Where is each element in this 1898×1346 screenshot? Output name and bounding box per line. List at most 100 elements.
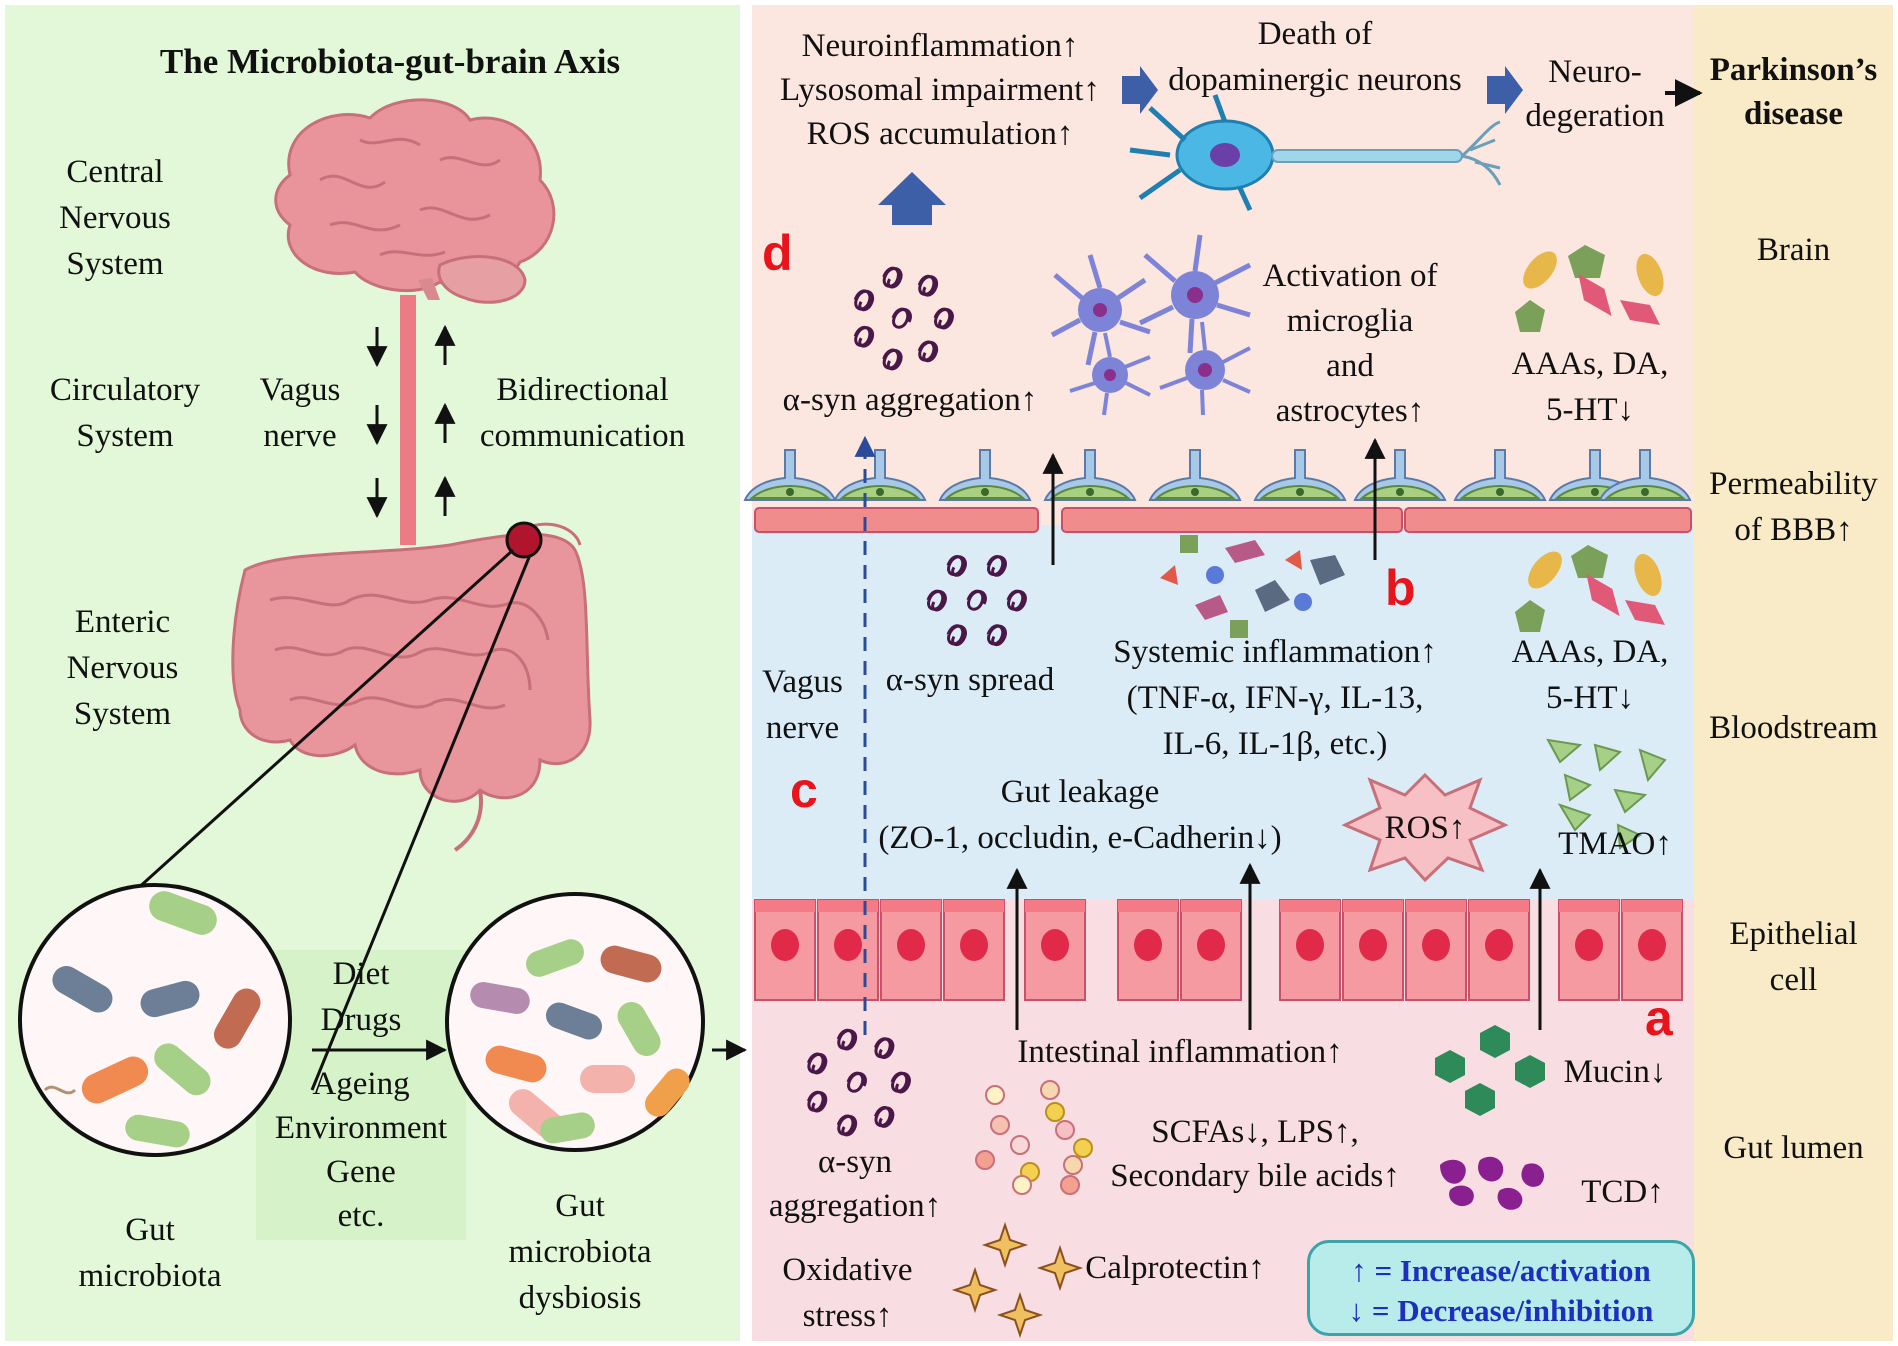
- asyn-spread: α-syn spread: [885, 662, 1055, 698]
- scfas-label-1: SCFAs↓, LPS↑,: [1151, 1114, 1359, 1150]
- bbb-endfoot: [1353, 449, 1447, 501]
- death-label-2: dopaminergic neurons: [1168, 62, 1462, 98]
- scfas-label-2: Secondary bile acids↑: [1110, 1158, 1400, 1194]
- vagus-label-1: Vagus: [259, 372, 341, 408]
- region-bbb-2: of BBB↑: [1734, 512, 1853, 548]
- epithelial-cell: [1342, 899, 1404, 1001]
- arrow-up-blue: [878, 172, 946, 225]
- dysbiosis-label-2: microbiota: [508, 1234, 652, 1270]
- figure-title: The Microbiota-gut-brain Axis: [159, 42, 621, 81]
- epithelial-cell: [880, 899, 942, 1001]
- factor-ageing: Ageing: [312, 1066, 410, 1102]
- activation-label-1: Activation of: [1262, 258, 1438, 294]
- epithelial-cell: [1558, 899, 1620, 1001]
- vagus-blood-1: Vagus: [762, 664, 843, 700]
- region-label-column: [1694, 5, 1893, 1341]
- oxidative-stress-2: stress↑: [802, 1298, 893, 1334]
- gut-leakage-1: Gut leakage: [1000, 774, 1160, 810]
- parkinsons-label-2: disease: [1744, 96, 1843, 132]
- aaas-blood-1: AAAs, DA,: [1511, 634, 1669, 670]
- bbb-endfoot: [1598, 449, 1692, 501]
- scfas-circles: [975, 1080, 1093, 1195]
- effect-neuroinflammation: Neuroinflammation↑: [801, 28, 1079, 64]
- bbb-endfoot: [1043, 449, 1137, 501]
- factor-environment: Environment: [274, 1110, 448, 1146]
- cytokines-shapes: [1160, 535, 1345, 638]
- region-epithelial-1: Epithelial: [1729, 916, 1858, 952]
- aaas-brain-2: 5-HT↓: [1546, 392, 1634, 428]
- bidirectional-label-2: communication: [479, 418, 686, 454]
- epithelial-cell: [1468, 899, 1530, 1001]
- tcd-label: TCD↑: [1581, 1174, 1664, 1210]
- circulatory-label-2: System: [76, 418, 174, 454]
- zoom-line-left: [73, 548, 515, 947]
- aaas-shapes-blood: [1515, 545, 1665, 632]
- ens-label-2: Nervous: [66, 650, 179, 686]
- intestinal-inflammation: Intestinal inflammation↑: [1017, 1034, 1343, 1070]
- gut-microbiota-label-1: Gut: [125, 1212, 175, 1248]
- bbb-layer: [754, 507, 1692, 533]
- epithelial-cell: [1024, 899, 1086, 1001]
- bbb-endfoot: [938, 449, 1032, 501]
- systemic-label-1: Systemic inflammation↑: [1113, 634, 1437, 670]
- cns-label-2: Nervous: [59, 200, 171, 236]
- epithelial-cell: [817, 899, 879, 1001]
- arrow-effects-to-death: [1122, 66, 1158, 114]
- dysbiosis-label-3: dysbiosis: [518, 1280, 642, 1316]
- effect-lysosomal: Lysosomal impairment↑: [780, 72, 1100, 108]
- aaas-blood-2: 5-HT↓: [1546, 680, 1634, 716]
- asyn-cluster-blood: [926, 555, 1027, 647]
- ens-label-1: Enteric: [74, 604, 171, 640]
- epithelial-layer: [754, 899, 1683, 1001]
- microglia-astrocytes: [1050, 234, 1252, 416]
- gut-microbiota-circle: [18, 883, 292, 1157]
- bbb-endfoot: [833, 449, 927, 501]
- epithelial-cell: [754, 899, 816, 1001]
- tmao-label: TMAO↑: [1558, 826, 1672, 862]
- region-bbb-1: Permeability: [1709, 466, 1878, 502]
- ens-label-3: System: [73, 696, 172, 732]
- cns-label-1: Central: [66, 154, 164, 190]
- bbb-endfeet: [743, 449, 1692, 501]
- bidirectional-label-1: Bidirectional: [496, 372, 669, 408]
- magnify-spot: [505, 521, 543, 559]
- death-label-1: Death of: [1257, 16, 1373, 52]
- mucin-label: Mucin↓: [1563, 1054, 1667, 1090]
- factors-box: [256, 950, 466, 1240]
- activation-label-2: microglia: [1286, 303, 1414, 339]
- dopaminergic-neuron: [1129, 94, 1502, 212]
- letter-d: d: [762, 225, 793, 281]
- systemic-label-3: IL-6, IL-1β, etc.): [1162, 726, 1388, 762]
- region-brain: Brain: [1756, 232, 1831, 268]
- brain-illustration: [274, 98, 556, 304]
- factor-gene: Gene: [326, 1154, 396, 1190]
- activation-label-3: and: [1326, 348, 1374, 384]
- letter-c: c: [790, 762, 818, 818]
- bbb-endfoot: [1148, 449, 1242, 501]
- ros-star: [1341, 772, 1509, 883]
- neuro-label-1: Neuro-: [1548, 54, 1642, 90]
- vagus-blood-2: nerve: [765, 710, 840, 746]
- epithelial-cell: [1279, 899, 1341, 1001]
- mucin-hexagons: [1435, 1025, 1545, 1116]
- epithelial-cell: [1117, 899, 1179, 1001]
- legend-decrease: ↓ = Decrease/inhibition: [1348, 1293, 1654, 1328]
- factor-drugs: Drugs: [320, 1002, 402, 1038]
- tmao-shapes: [1546, 738, 1667, 850]
- letter-a: a: [1645, 990, 1673, 1046]
- oxidative-stress-1: Oxidative: [782, 1252, 913, 1288]
- aaas-shapes-brain: [1515, 245, 1664, 332]
- asyn-cluster-lumen: [806, 1028, 911, 1137]
- tcd-shapes: [1440, 1156, 1545, 1210]
- epithelial-cell: [1405, 899, 1467, 1001]
- intestine-illustration: [231, 522, 592, 852]
- systemic-label-2: (TNF-α, IFN-γ, IL-13,: [1126, 680, 1424, 716]
- legend-box: ↑ = Increase/activation ↓ = Decrease/inh…: [1307, 1240, 1695, 1336]
- bbb-endfoot: [1453, 449, 1547, 501]
- zoom-line-right: [310, 554, 532, 1091]
- asyn-aggregation-brain: α-syn aggregation↑: [782, 382, 1038, 418]
- gut-leakage-2: (ZO-1, occludin, e-Cadherin↓): [878, 820, 1282, 856]
- circulatory-label-1: Circulatory: [49, 372, 201, 408]
